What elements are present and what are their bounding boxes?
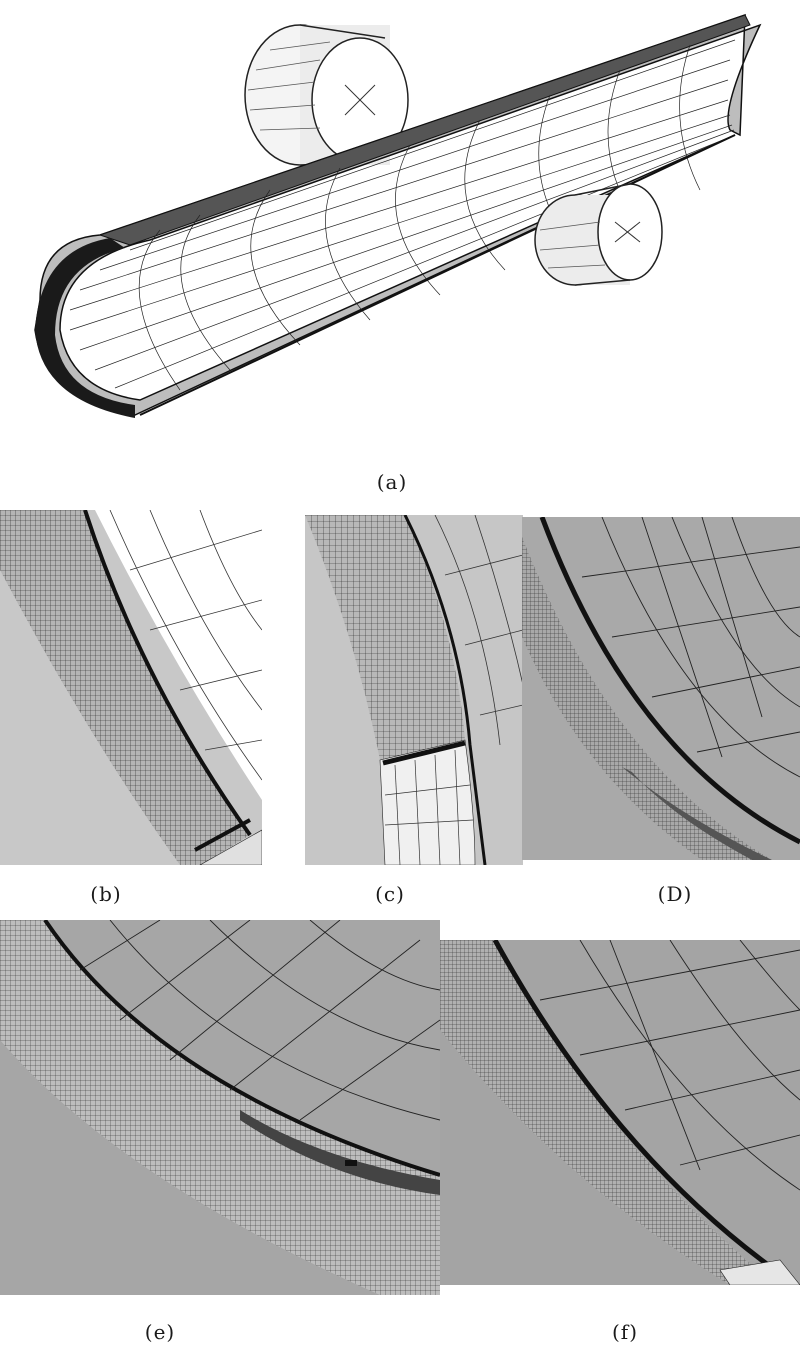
mesh-detail-c [305,515,523,865]
mesh-detail-d [522,517,800,860]
caption-e: (e) [144,1320,176,1344]
pipe-mesh-figure [34,13,762,418]
panel-d [522,517,800,860]
mesh-detail-f [440,940,800,1285]
panel-a [0,0,800,450]
caption-c: (c) [375,882,405,906]
half-pipe [34,13,762,418]
panel-f [440,940,800,1285]
panel-b [0,510,262,865]
caption-f: (f) [611,1320,638,1344]
mesh-detail-b [0,510,262,865]
lower-roller [534,183,663,286]
mesh-detail-e [0,920,440,1295]
caption-d: (D) [657,882,693,906]
caption-a: (a) [376,470,408,494]
panel-c [305,515,523,865]
panel-e [0,920,440,1295]
caption-b: (b) [90,882,122,906]
upper-roller [244,24,409,166]
